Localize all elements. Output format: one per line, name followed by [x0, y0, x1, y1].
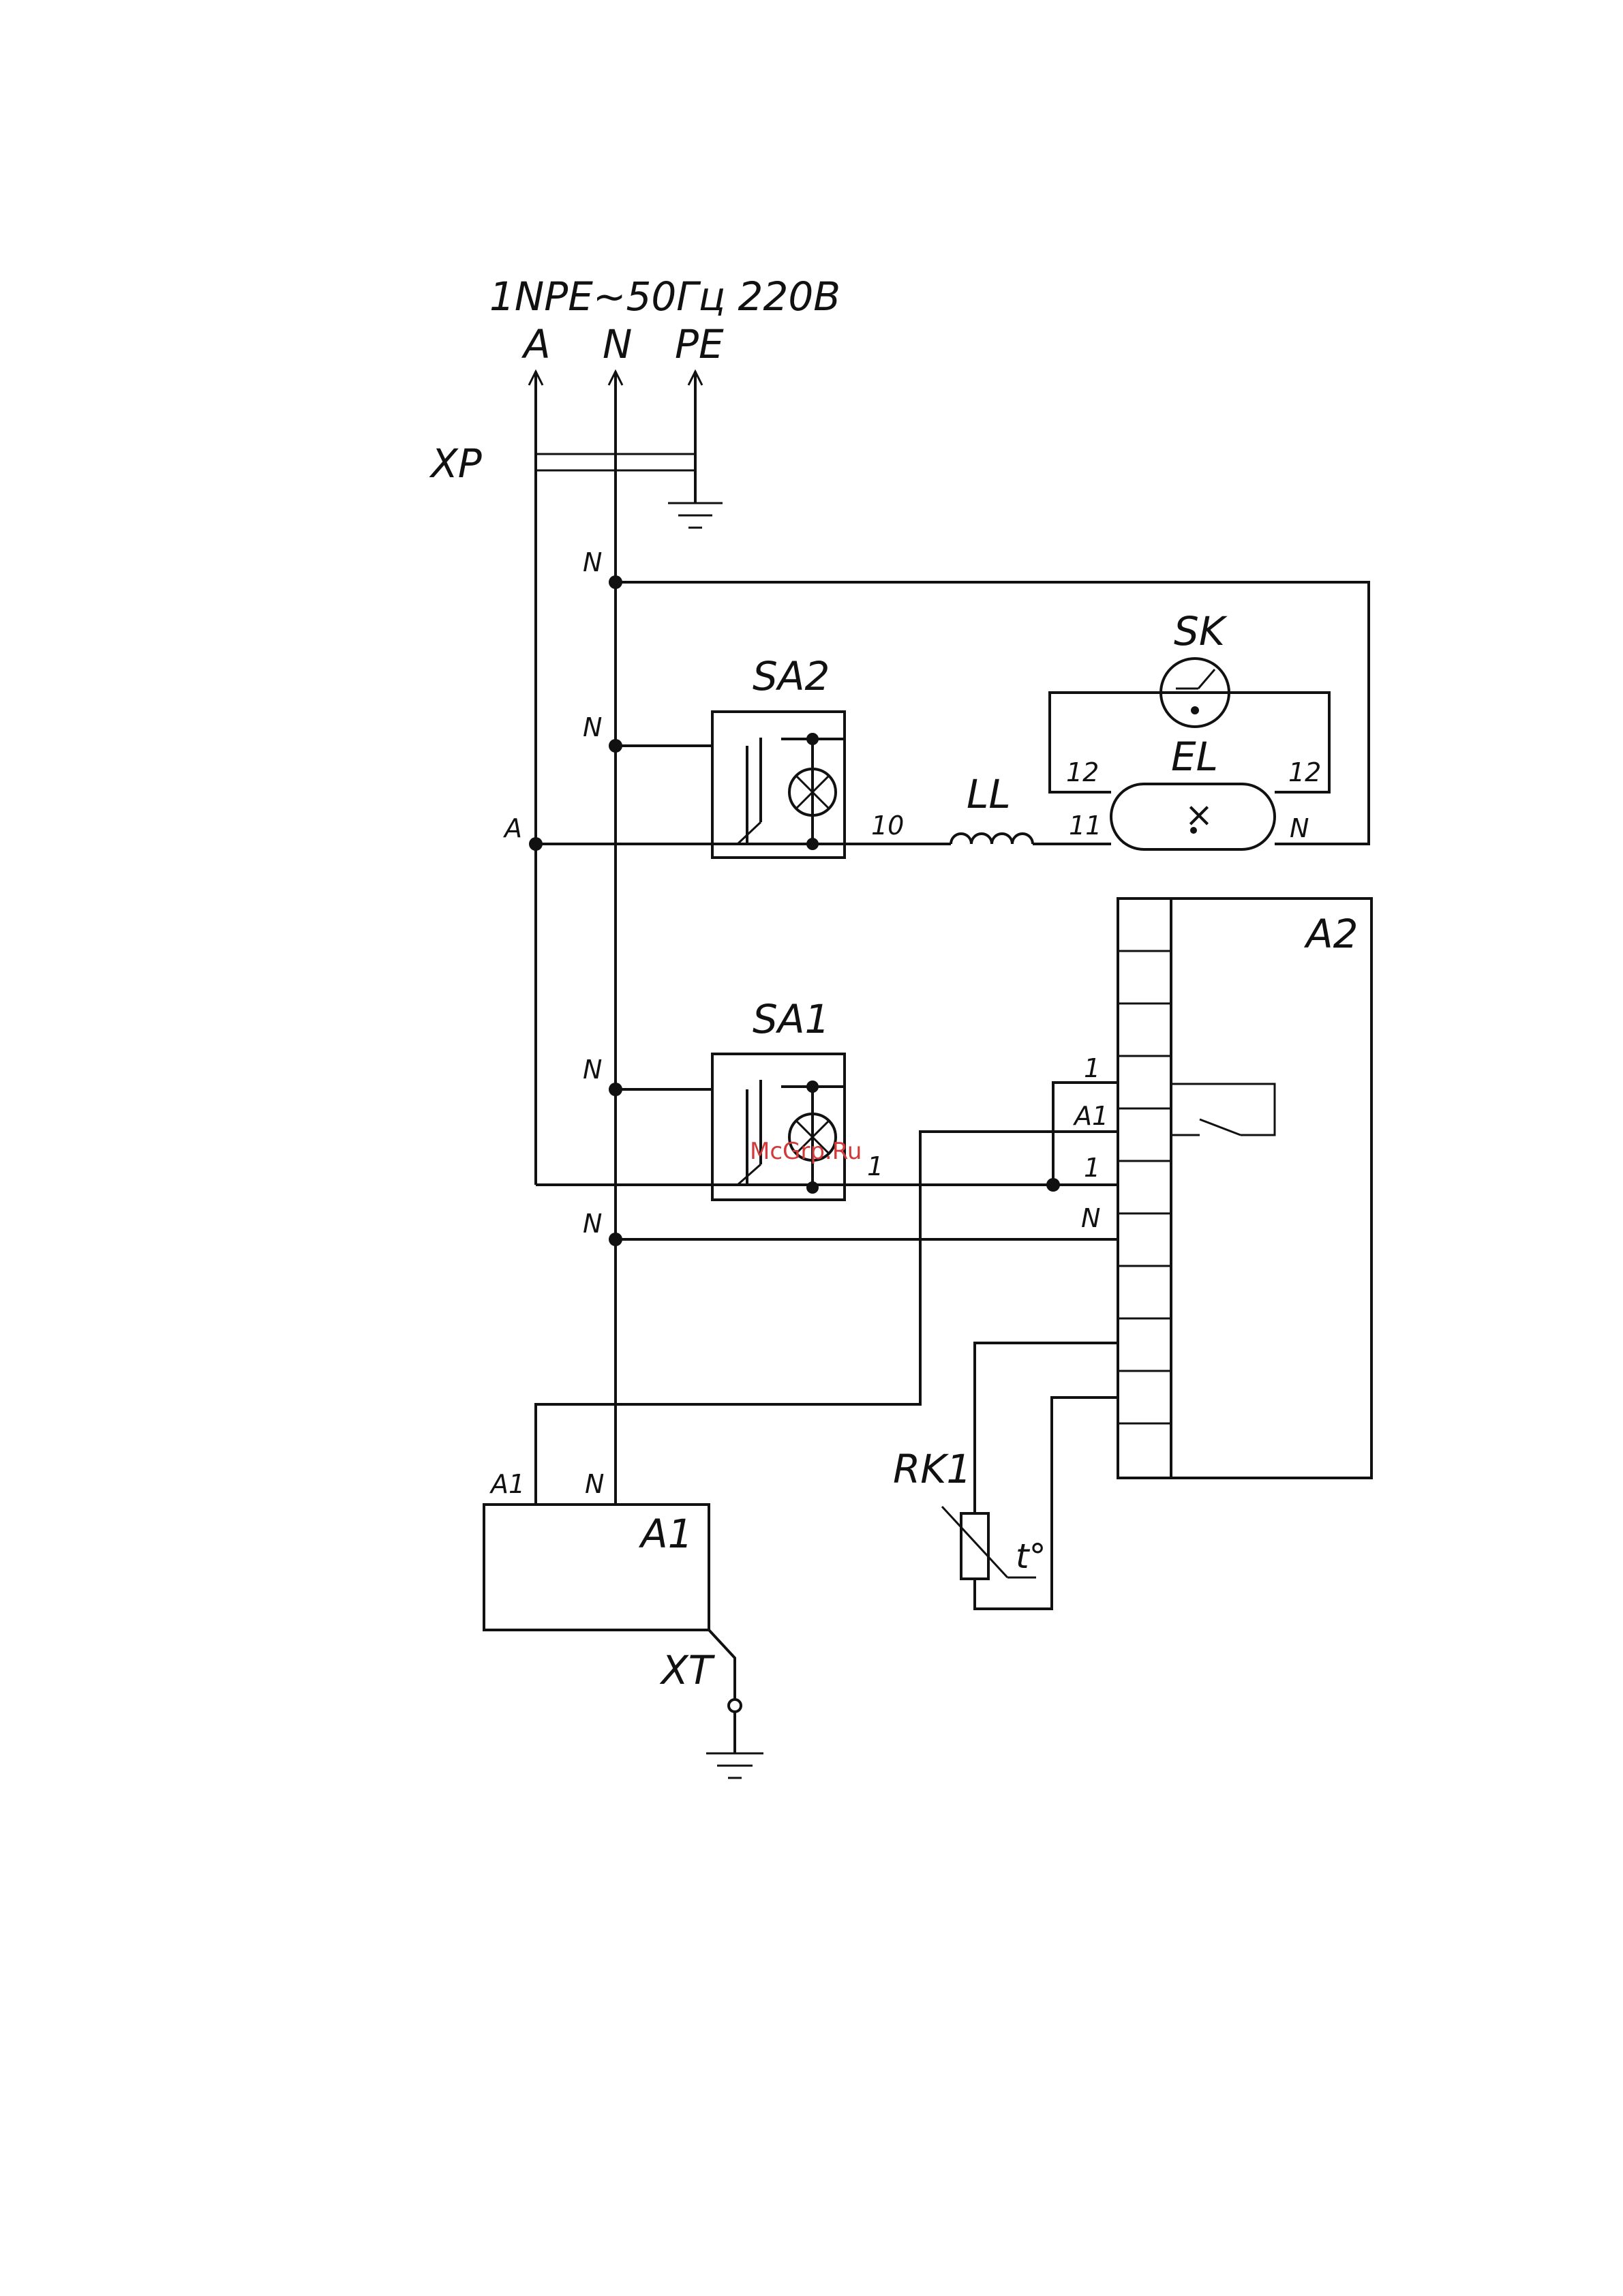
sa1-contact	[738, 1080, 761, 1185]
xt-wire	[709, 1630, 735, 1700]
wire-12-left-label: 12	[1066, 757, 1099, 787]
sa2-label: SA2	[753, 653, 830, 699]
pe-label: PE	[675, 321, 724, 367]
a2-controller	[1118, 898, 1371, 1478]
a2-terminal-block	[1118, 898, 1171, 1478]
a2-pin-a1-label: A1	[1072, 1101, 1108, 1131]
el-lamp-icon: ×	[1185, 795, 1213, 834]
xt-label: XT	[659, 1647, 716, 1693]
xt-terminal-icon	[729, 1700, 741, 1712]
wire-10-label: 10	[871, 811, 904, 841]
ll-choke-icon	[951, 834, 1033, 844]
xp-label: XP	[429, 440, 482, 487]
a2-relay-contact-icon	[1171, 1084, 1275, 1135]
supply-title: 1NPE~50Гц 220В	[489, 273, 840, 320]
el-label: EL	[1171, 734, 1218, 780]
wire-12-right-label: 12	[1288, 757, 1321, 787]
sa1-indicator-lamp-icon	[781, 1081, 845, 1194]
rk1-thermistor-slash	[942, 1507, 1007, 1577]
a2-pin-1-top-label: 1	[1084, 1053, 1100, 1083]
sa1-label: SA1	[753, 996, 830, 1042]
sa2-indicator-lamp-icon	[781, 733, 845, 850]
sa1-switch[interactable]	[712, 1054, 845, 1200]
xt-ground-icon	[706, 1753, 763, 1778]
rk1-wire-bottom	[975, 1398, 1118, 1609]
rk1-temp-symbol: t°	[1016, 1537, 1046, 1576]
sa2-switch[interactable]	[712, 712, 845, 858]
rk1-thermistor-icon	[961, 1513, 988, 1579]
a2-pin-1-label: 1	[1084, 1153, 1100, 1183]
node-label-n2: N	[583, 712, 602, 742]
ll-label: LL	[967, 771, 1011, 817]
pe-ground-icon	[668, 503, 723, 528]
watermark: McGrp.Ru	[750, 1138, 862, 1165]
neutral-label: N	[603, 321, 632, 367]
sa2-contact	[738, 738, 761, 844]
sa1-wire-label: 1	[867, 1151, 883, 1181]
a2-pin-n-label: N	[1081, 1203, 1100, 1233]
sk-label: SK	[1174, 608, 1228, 654]
phase-a-label: A	[521, 321, 551, 367]
a1-signal-wire	[536, 1132, 1118, 1505]
a1-module-label: A1	[638, 1511, 693, 1557]
a1-pin-n-label: N	[585, 1469, 604, 1499]
wire-n-label: N	[1290, 813, 1309, 843]
el-lamp-dot	[1190, 827, 1197, 834]
node-label-n1: N	[583, 547, 602, 577]
rk1-label: RK1	[893, 1446, 971, 1492]
node-label-n4: N	[583, 1209, 602, 1239]
wire-11-label: 11	[1069, 811, 1102, 841]
rk1-wire-top	[975, 1343, 1118, 1513]
a2-label: A2	[1303, 911, 1359, 957]
a1-pin-a1-label: A1	[489, 1469, 525, 1499]
node-label-n3: N	[583, 1055, 602, 1085]
node-label-a: A	[502, 813, 522, 843]
